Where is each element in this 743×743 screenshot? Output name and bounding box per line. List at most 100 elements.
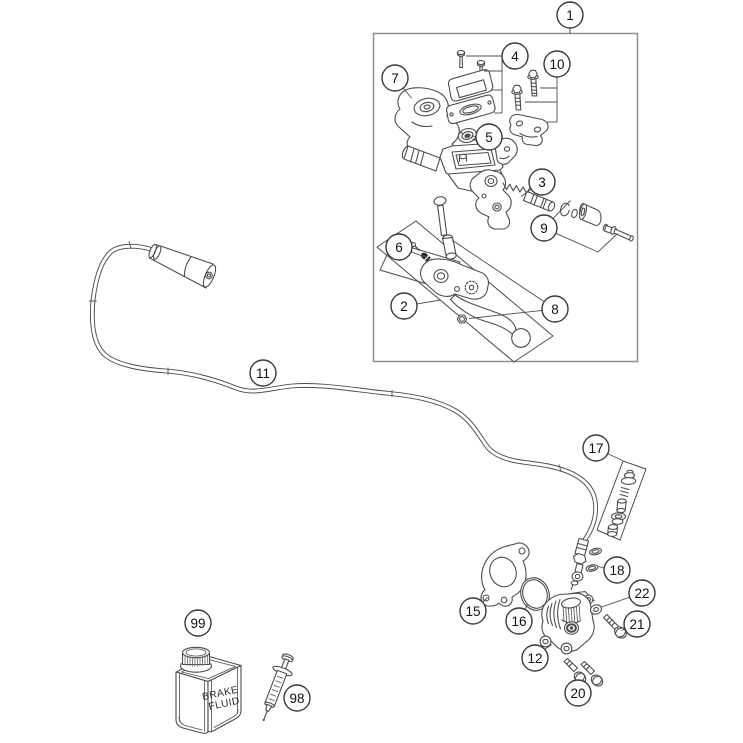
part-reservoir-cover xyxy=(447,69,494,102)
part-5-rubber-boot xyxy=(457,127,478,144)
callout-22[interactable]: 22 xyxy=(628,579,656,607)
callout-10[interactable]: 10 xyxy=(543,50,571,78)
leader-line-3 xyxy=(520,188,532,197)
leader-line-7 xyxy=(402,87,412,99)
callout-circle-2[interactable] xyxy=(390,292,418,320)
callout-circle-99[interactable] xyxy=(184,609,212,637)
callout-2[interactable]: 2 xyxy=(390,292,418,320)
part-8-lever-assembly xyxy=(419,196,531,348)
callout-circle-11[interactable] xyxy=(249,359,277,387)
callout-label-99: 99 xyxy=(190,616,205,631)
part-17-repair-kit xyxy=(596,460,647,541)
leader-line-15 xyxy=(482,597,488,603)
callout-label-20: 20 xyxy=(570,686,585,701)
callout-circle-10[interactable] xyxy=(543,50,571,78)
callout-label-98: 98 xyxy=(289,691,304,706)
leader-line-22 xyxy=(601,596,630,608)
leader-line-9a xyxy=(552,200,571,219)
leader-line-8b xyxy=(468,309,543,319)
callout-11[interactable]: 11 xyxy=(249,359,277,387)
callout-6[interactable]: 6 xyxy=(385,233,413,261)
callout-16[interactable]: 16 xyxy=(505,607,533,635)
callout-label-22: 22 xyxy=(634,586,649,601)
part-3-piston-kit xyxy=(502,182,556,212)
callout-label-18: 18 xyxy=(609,563,624,578)
callout-circle-6[interactable] xyxy=(385,233,413,261)
callout-label-16: 16 xyxy=(511,614,526,629)
leader-line-8a xyxy=(451,239,545,303)
callout-circle-15[interactable] xyxy=(459,597,487,625)
part-99-brake-fluid-bottle: BRAKE FLUID xyxy=(175,646,242,734)
callout-label-8: 8 xyxy=(551,302,559,317)
callout-circle-8[interactable] xyxy=(541,295,569,323)
callout-7[interactable]: 7 xyxy=(381,64,409,92)
callout-21[interactable]: 21 xyxy=(623,610,651,638)
part-master-cylinder-body xyxy=(401,137,518,230)
callout-98[interactable]: 98 xyxy=(283,684,311,712)
callout-18[interactable]: 18 xyxy=(603,556,631,584)
hose-end-fitting-banjo xyxy=(570,537,590,591)
part-20-bolts xyxy=(563,657,604,687)
callout-3[interactable]: 3 xyxy=(528,168,556,196)
callout-circle-16[interactable] xyxy=(505,607,533,635)
callout-label-4: 4 xyxy=(511,49,519,64)
callout-circle-21[interactable] xyxy=(623,610,651,638)
callout-20[interactable]: 20 xyxy=(564,679,592,707)
callout-17[interactable]: 17 xyxy=(582,434,610,462)
leader-line-16 xyxy=(524,604,528,610)
part-12-slave-cylinder xyxy=(539,590,595,655)
callout-4[interactable]: 4 xyxy=(501,42,529,70)
callout-circle-20[interactable] xyxy=(564,679,592,707)
part-18-o-rings xyxy=(585,547,602,572)
callout-circle-1[interactable] xyxy=(556,1,584,29)
leader-line-17 xyxy=(607,453,623,461)
callout-circle-7[interactable] xyxy=(381,64,409,92)
callout-1[interactable]: 1 xyxy=(556,1,584,29)
callout-circle-5[interactable] xyxy=(475,123,503,151)
callout-circle-12[interactable] xyxy=(521,644,549,672)
callout-label-2: 2 xyxy=(400,299,408,314)
callout-label-17: 17 xyxy=(588,441,603,456)
part-22-washer xyxy=(589,604,603,615)
callout-15[interactable]: 15 xyxy=(459,597,487,625)
callout-99[interactable]: 99 xyxy=(184,609,212,637)
leader-line-9b xyxy=(555,232,618,253)
callout-label-3: 3 xyxy=(538,175,546,190)
callout-label-10: 10 xyxy=(549,57,564,72)
callout-label-6: 6 xyxy=(395,240,403,255)
leader-line-18 xyxy=(598,566,605,569)
callout-label-15: 15 xyxy=(465,604,480,619)
callout-circle-18[interactable] xyxy=(603,556,631,584)
callout-circle-4[interactable] xyxy=(501,42,529,70)
callout-label-12: 12 xyxy=(527,651,542,666)
callout-label-9: 9 xyxy=(540,221,548,236)
hose-protective-sleeve xyxy=(148,243,217,289)
part-10-bolts-and-clamp xyxy=(509,69,549,147)
part-membrane-plate xyxy=(446,94,496,125)
callout-8[interactable]: 8 xyxy=(541,295,569,323)
callout-circle-22[interactable] xyxy=(628,579,656,607)
leader-lines xyxy=(402,28,630,650)
callout-circle-9[interactable] xyxy=(530,214,558,242)
callout-5[interactable]: 5 xyxy=(475,123,503,151)
callout-label-1: 1 xyxy=(566,8,574,23)
callout-circle-17[interactable] xyxy=(582,434,610,462)
part-16-o-ring xyxy=(520,577,550,611)
callout-12[interactable]: 12 xyxy=(521,644,549,672)
callout-9[interactable]: 9 xyxy=(530,214,558,242)
leader-line-6 xyxy=(410,251,427,258)
callout-label-7: 7 xyxy=(391,71,399,86)
part-15-gasket xyxy=(480,542,530,607)
detail-frame-box xyxy=(372,32,639,363)
callout-label-11: 11 xyxy=(256,366,270,381)
leader-line-12 xyxy=(544,644,552,650)
part-11-hydraulic-hose xyxy=(89,241,599,591)
callout-circle-98[interactable] xyxy=(283,684,311,712)
part-9-repair-kit xyxy=(559,202,634,242)
callout-label-5: 5 xyxy=(485,130,493,145)
leader-line-2 xyxy=(416,299,442,305)
callout-circle-3[interactable] xyxy=(528,168,556,196)
